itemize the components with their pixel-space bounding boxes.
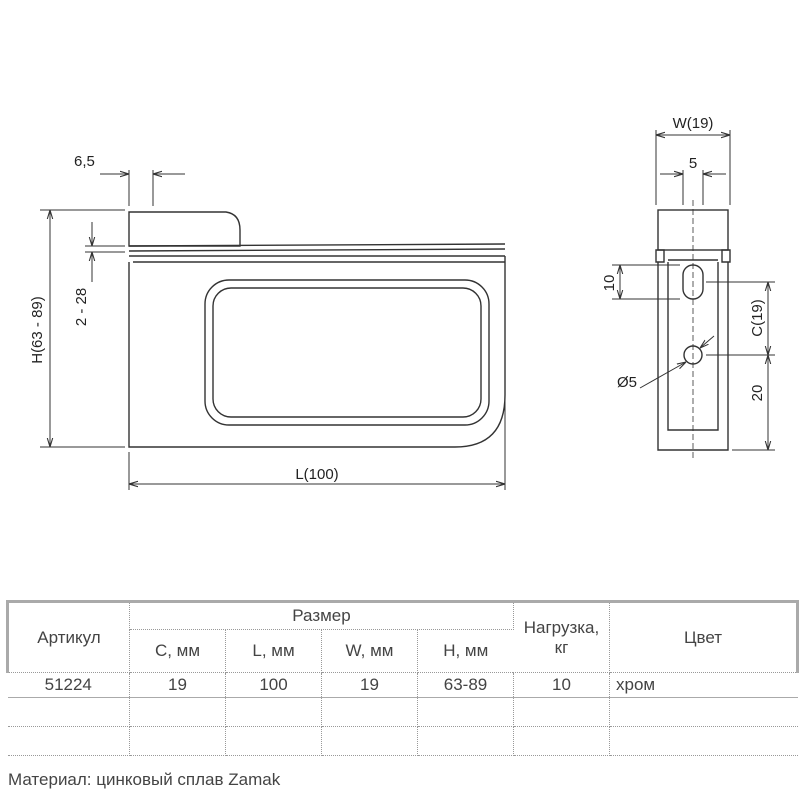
header-load-line1: Нагрузка, — [523, 617, 600, 637]
dim-width-label: W(19) — [673, 115, 714, 132]
cell-l: 100 — [225, 672, 322, 698]
header-w: W, мм — [321, 629, 418, 673]
dim-length-label: L(100) — [295, 466, 338, 483]
dim-slot-label: 10 — [601, 275, 618, 292]
header-size: Размер — [129, 600, 514, 630]
cell-article: 51224 — [7, 672, 130, 698]
side-dimensions — [612, 130, 775, 451]
material-note: Материал: цинковый сплав Zamak — [8, 770, 281, 789]
front-view — [128, 211, 506, 448]
dim-bottom-label: 20 — [749, 385, 766, 402]
dim-hole-label: Ø5 — [617, 374, 637, 391]
clamp-top — [128, 211, 241, 247]
header-c: C, мм — [129, 629, 226, 673]
dim-gap-label: 2 - 28 — [73, 288, 90, 326]
dim-top-label: 6,5 — [74, 153, 95, 170]
table-row: 51224 19 100 19 63-89 10 хром — [7, 672, 798, 698]
header-load-line2: кг — [554, 637, 569, 657]
spec-table: Артикул Размер Нагрузка, кг Цвет C, мм L… — [6, 600, 799, 756]
table-row — [7, 726, 798, 756]
dim-c-label: C(19) — [749, 299, 766, 337]
cell-h: 63-89 — [417, 672, 514, 698]
bracket-body — [128, 256, 506, 448]
header-l: L, мм — [225, 629, 322, 673]
cell-w: 19 — [321, 672, 418, 698]
technical-drawing: 6,5 H(63 - 89) 2 - 28 L(100) — [29, 115, 775, 490]
dim-inner-label: 5 — [689, 155, 697, 172]
front-dimensions — [40, 170, 506, 490]
cell-c: 19 — [129, 672, 226, 698]
header-article: Артикул — [6, 600, 130, 673]
cell-color: хром — [609, 672, 798, 698]
dim-height-label: H(63 - 89) — [29, 296, 46, 364]
side-body — [657, 262, 729, 451]
table-row — [7, 697, 798, 727]
header-h: H, мм — [417, 629, 514, 673]
body-window — [204, 279, 490, 426]
header-load: Нагрузка, кг — [513, 600, 610, 673]
cell-load: 10 — [513, 672, 610, 698]
header-color: Цвет — [609, 600, 799, 673]
